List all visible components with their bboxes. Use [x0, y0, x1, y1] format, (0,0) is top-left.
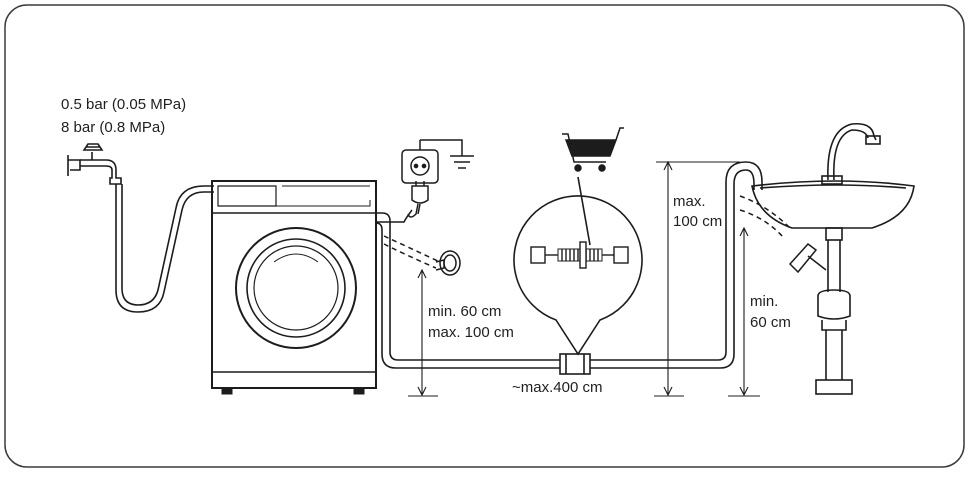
ground-symbol-icon: [450, 155, 474, 169]
hose-length-label: ~max.400 cm: [512, 379, 603, 396]
sink-height-label-line2: 60 cm: [750, 314, 791, 331]
sink-height-label-line1: min.: [750, 293, 779, 310]
hose-connector: [559, 353, 591, 375]
riser-height-label-line1: max.: [673, 193, 706, 210]
dimension-riser-height: [654, 160, 740, 397]
power-cord: [376, 209, 413, 223]
riser-height-label-line2: 100 cm: [673, 213, 723, 230]
sink-icon: [751, 122, 915, 395]
sink-drain-trap: [739, 195, 827, 274]
washing-machine-icon: [211, 180, 377, 395]
wall-drain-outlet: [383, 235, 461, 276]
drain-hose: [375, 161, 763, 369]
drain-height-max-label: max. 100 cm: [428, 324, 514, 341]
inlet-hose: [115, 184, 214, 313]
pressure-min-label: 0.5 bar (0.05 MPa): [61, 96, 187, 113]
detail-magnifier: [513, 176, 643, 356]
dimension-drain-height: [408, 268, 438, 397]
pressure-max-label: 8 bar (0.8 MPa): [61, 119, 166, 136]
power-plug: [407, 181, 429, 218]
drain-height-min-label: min. 60 cm: [428, 303, 502, 320]
water-tap-icon: [67, 143, 122, 185]
diagram-frame: [4, 4, 965, 468]
dimension-sink-height: [728, 226, 760, 397]
power-socket-icon: [401, 139, 463, 184]
hose-extension-connector-icon: [530, 241, 629, 269]
shopping-cart-icon: [562, 127, 624, 172]
